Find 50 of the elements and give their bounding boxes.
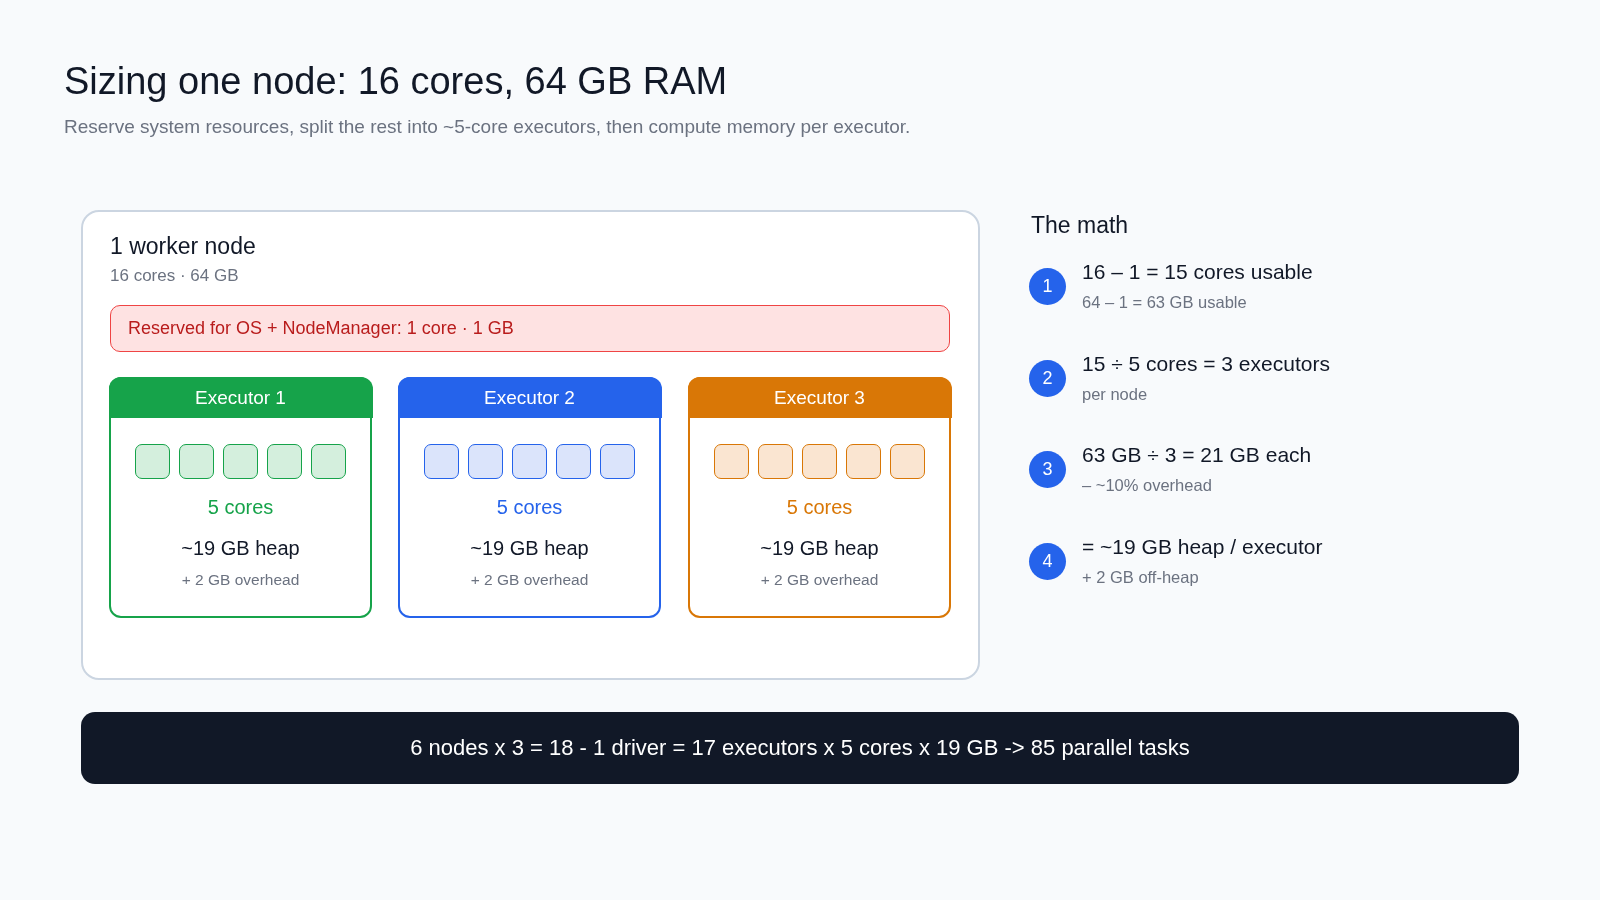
- panel-heading: 1 worker node: [110, 233, 256, 260]
- core-square-icon: [555, 443, 591, 479]
- heap-size: ~19 GB heap: [760, 537, 879, 560]
- overhead-note: + 2 GB overhead: [181, 571, 300, 589]
- core-square-icon: [845, 443, 881, 479]
- core-square-icon: [134, 443, 170, 479]
- executor-card: [688, 377, 951, 618]
- worker-node-panel: [81, 210, 980, 680]
- executor-card: [109, 377, 372, 618]
- reserved-resources-bar: Reserved for OS + NodeManager: 1 core · 1 GB: [110, 305, 950, 352]
- core-square-icon: [713, 443, 749, 479]
- step-formula: = ~19 GB heap / executor: [1082, 534, 1323, 559]
- section-heading: The math: [1031, 212, 1129, 239]
- executor-header: Executor 3: [687, 376, 952, 418]
- core-square-icon: [467, 443, 503, 479]
- heap-size: ~19 GB heap: [470, 537, 589, 560]
- core-square-icon: [511, 443, 547, 479]
- overhead-note: + 2 GB overhead: [760, 571, 879, 589]
- core-square-icon: [266, 443, 302, 479]
- core-square-icon: [178, 443, 214, 479]
- core-square-icon: [599, 443, 635, 479]
- core-square-icon: [423, 443, 459, 479]
- executor-card: [398, 377, 661, 618]
- subtitle: Reserve system resources, split the rest into ~5-core executors, then compute memory per executor.: [64, 116, 911, 138]
- core-square-icon: [310, 443, 346, 479]
- step-formula: 16 – 1 = 15 cores usable: [1082, 260, 1313, 285]
- core-square-icon: [889, 443, 925, 479]
- core-square-icon: [757, 443, 793, 479]
- core-square-icon: [801, 443, 837, 479]
- executor-header: Executor 1: [108, 376, 373, 418]
- step-number-badge: 4: [1029, 542, 1066, 580]
- core-count: 5 cores: [207, 496, 274, 519]
- executor-header: Executor 2: [397, 376, 662, 418]
- overhead-note: + 2 GB overhead: [470, 571, 589, 589]
- step-number-badge: 3: [1029, 451, 1066, 488]
- core-square-icon: [222, 443, 258, 479]
- step-number-badge: 2: [1029, 359, 1066, 397]
- summary-banner: 6 nodes x 3 = 18 - 1 driver = 17 executors x 5 cores x 19 GB -> 85 parallel tasks: [81, 712, 1519, 784]
- step-number-badge: 1: [1029, 268, 1066, 305]
- core-count: 5 cores: [786, 496, 853, 519]
- step-note: per node: [1082, 384, 1148, 404]
- panel-subheading: 16 cores · 64 GB: [110, 266, 239, 286]
- core-count: 5 cores: [496, 496, 563, 519]
- step-formula: 15 ÷ 5 cores = 3 executors: [1082, 351, 1330, 376]
- heap-size: ~19 GB heap: [181, 537, 300, 560]
- step-formula: 63 GB ÷ 3 = 21 GB each: [1082, 443, 1312, 468]
- step-note: + 2 GB off-heap: [1082, 567, 1199, 587]
- step-note: 64 – 1 = 63 GB usable: [1082, 293, 1247, 312]
- step-note: – ~10% overhead: [1082, 476, 1212, 495]
- title: Sizing one node: 16 cores, 64 GB RAM: [64, 60, 728, 104]
